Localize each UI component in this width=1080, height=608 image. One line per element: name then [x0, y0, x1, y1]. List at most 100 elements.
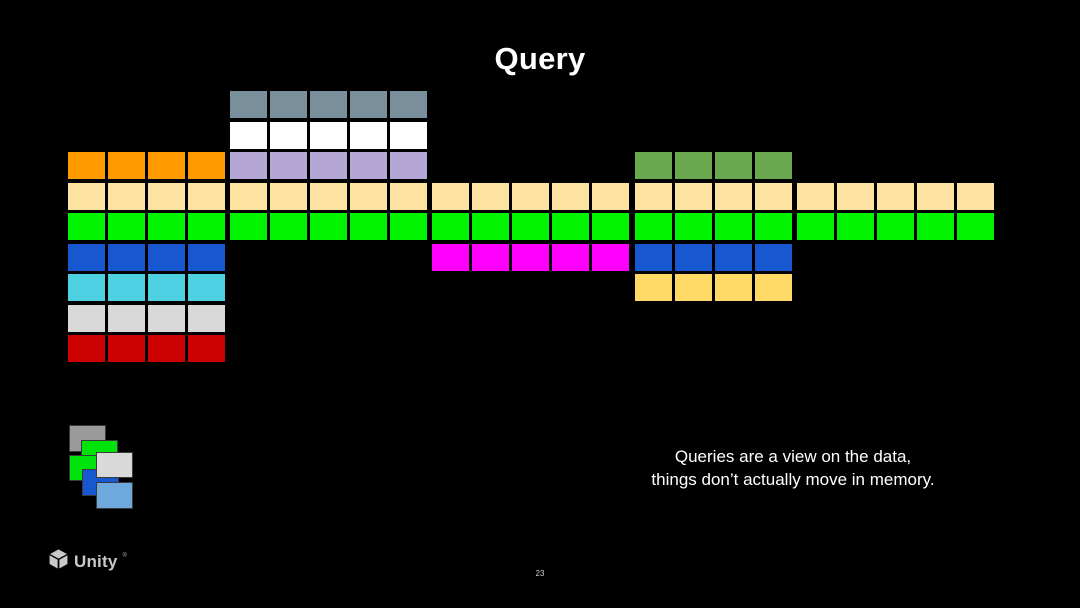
grid-cell-tan: [755, 182, 792, 210]
grid-cell-magenta: [512, 243, 549, 271]
grid-cell-white: [270, 121, 307, 149]
grid-cell-tan: [675, 182, 712, 210]
grid-cell-tan: [188, 182, 225, 210]
grid-cell-lime: [432, 213, 469, 240]
grid-cell-lime: [472, 213, 509, 240]
grid-cell-magenta: [552, 243, 589, 271]
grid-cell-purple: [350, 152, 387, 179]
grid-cell-magenta: [592, 243, 629, 271]
grid-cell-slate: [270, 91, 307, 118]
grid-cell-tan: [592, 182, 629, 210]
grid-cell-blue: [188, 243, 225, 271]
grid-cell-darkred: [108, 335, 145, 362]
grid-cell-lime: [148, 213, 185, 240]
unity-trademark-mark: ®: [122, 552, 127, 559]
lightgray-chunk: [96, 452, 133, 478]
grid-cell-lime: [715, 213, 752, 240]
grid-cell-blue: [148, 243, 185, 271]
grid-cell-tan: [957, 182, 994, 210]
grid-cell-darkred: [188, 335, 225, 362]
grid-cell-tan: [230, 182, 267, 210]
unity-logo: Unity ®: [48, 548, 127, 575]
grid-cell-lime: [230, 213, 267, 240]
grid-cell-blue: [108, 243, 145, 271]
grid-cell-lime: [188, 213, 225, 240]
grid-cell-blue: [715, 243, 752, 271]
grid-cell-blue: [755, 243, 792, 271]
page-number: 23: [535, 569, 545, 578]
unity-wordmark: Unity: [74, 551, 118, 571]
grid-cell-orange: [108, 152, 145, 179]
grid-cell-olive: [675, 152, 712, 179]
grid-cell-lime: [512, 213, 549, 240]
grid-cell-tan: [635, 182, 672, 210]
grid-cell-slate: [390, 91, 427, 118]
grid-cell-orange: [68, 152, 105, 179]
grid-cell-blue: [635, 243, 672, 271]
grid-cell-tan: [68, 182, 105, 210]
grid-cell-olive: [715, 152, 752, 179]
grid-cell-magenta: [432, 243, 469, 271]
grid-cell-tan: [148, 182, 185, 210]
grid-cell-blue: [68, 243, 105, 271]
grid-cell-gold: [635, 274, 672, 301]
grid-cell-tan: [432, 182, 469, 210]
grid-cell-gold: [755, 274, 792, 301]
grid-cell-tan: [917, 182, 954, 210]
grid-cell-lime: [837, 213, 874, 240]
grid-cell-lime: [957, 213, 994, 240]
grid-cell-cyan: [148, 274, 185, 301]
grid-cell-lime: [755, 213, 792, 240]
grid-cell-lime: [675, 213, 712, 240]
caption: Queries are a view on the data, things d…: [632, 445, 954, 491]
grid-cell-white: [230, 121, 267, 149]
grid-cell-lime: [592, 213, 629, 240]
grid-cell-slate: [350, 91, 387, 118]
grid-cell-purple: [270, 152, 307, 179]
lightblue-chunk: [96, 482, 133, 509]
grid-cell-tan: [837, 182, 874, 210]
grid-cell-blue: [675, 243, 712, 271]
grid-cell-orange: [148, 152, 185, 179]
grid-cell-tan: [552, 182, 589, 210]
grid-cell-cyan: [108, 274, 145, 301]
grid-cell-darkred: [68, 335, 105, 362]
grid-cell-tan: [797, 182, 834, 210]
grid-cell-tan: [472, 182, 509, 210]
grid-cell-gold: [675, 274, 712, 301]
grid-cell-olive: [635, 152, 672, 179]
grid-cell-purple: [230, 152, 267, 179]
grid-cell-lightgray: [108, 304, 145, 332]
grid-cell-orange: [188, 152, 225, 179]
grid-cell-lime: [917, 213, 954, 240]
grid-cell-tan: [390, 182, 427, 210]
grid-cell-white: [350, 121, 387, 149]
unity-cube-icon: [48, 548, 69, 575]
grid-cell-purple: [310, 152, 347, 179]
grid-cell-tan: [877, 182, 914, 210]
grid-cell-lime: [877, 213, 914, 240]
grid-cell-lime: [68, 213, 105, 240]
grid-cell-lightgray: [68, 304, 105, 332]
grid-cell-purple: [390, 152, 427, 179]
grid-cell-tan: [350, 182, 387, 210]
grid-cell-tan: [512, 182, 549, 210]
grid-cell-tan: [108, 182, 145, 210]
grid-cell-lime: [108, 213, 145, 240]
grid-cell-slate: [310, 91, 347, 118]
grid-cell-lime: [552, 213, 589, 240]
slide-title: Query: [494, 41, 586, 76]
grid-cell-lightgray: [148, 304, 185, 332]
grid-cell-lightgray: [188, 304, 225, 332]
grid-cell-lime: [390, 213, 427, 240]
grid-cell-tan: [715, 182, 752, 210]
grid-cell-slate: [230, 91, 267, 118]
grid-cell-cyan: [68, 274, 105, 301]
grid-cell-olive: [755, 152, 792, 179]
grid-cell-tan: [270, 182, 307, 210]
grid-cell-gold: [715, 274, 752, 301]
caption-line-2: things don’t actually move in memory.: [651, 470, 935, 489]
grid-cell-magenta: [472, 243, 509, 271]
